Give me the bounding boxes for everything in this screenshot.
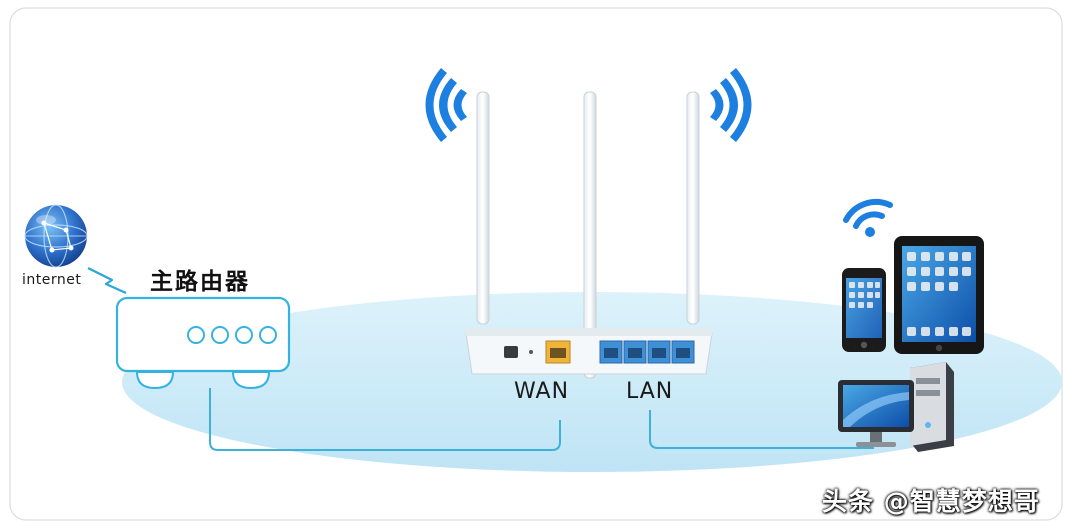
wireless-router-icon <box>465 91 713 379</box>
wan-port-label: WAN <box>514 379 570 404</box>
tablet-icon <box>894 236 984 354</box>
wireless-link-bolt <box>87 267 127 295</box>
wifi-icon <box>710 68 752 142</box>
wifi-icon <box>425 68 467 142</box>
main-router-icon <box>115 296 291 390</box>
watermark-text: 头条 @智慧梦想哥 <box>822 487 1040 516</box>
network-ellipse <box>122 292 1062 472</box>
internet-label: internet <box>22 272 82 288</box>
globe-icon <box>24 204 88 268</box>
desktop-computer-icon <box>838 362 954 452</box>
phone-icon <box>842 268 886 352</box>
wan-cable <box>209 388 561 451</box>
main-router-label: 主路由器 <box>150 269 250 295</box>
lan-port-label: LAN <box>626 379 674 404</box>
lan-cable <box>649 410 874 449</box>
wifi-icon <box>843 198 893 237</box>
